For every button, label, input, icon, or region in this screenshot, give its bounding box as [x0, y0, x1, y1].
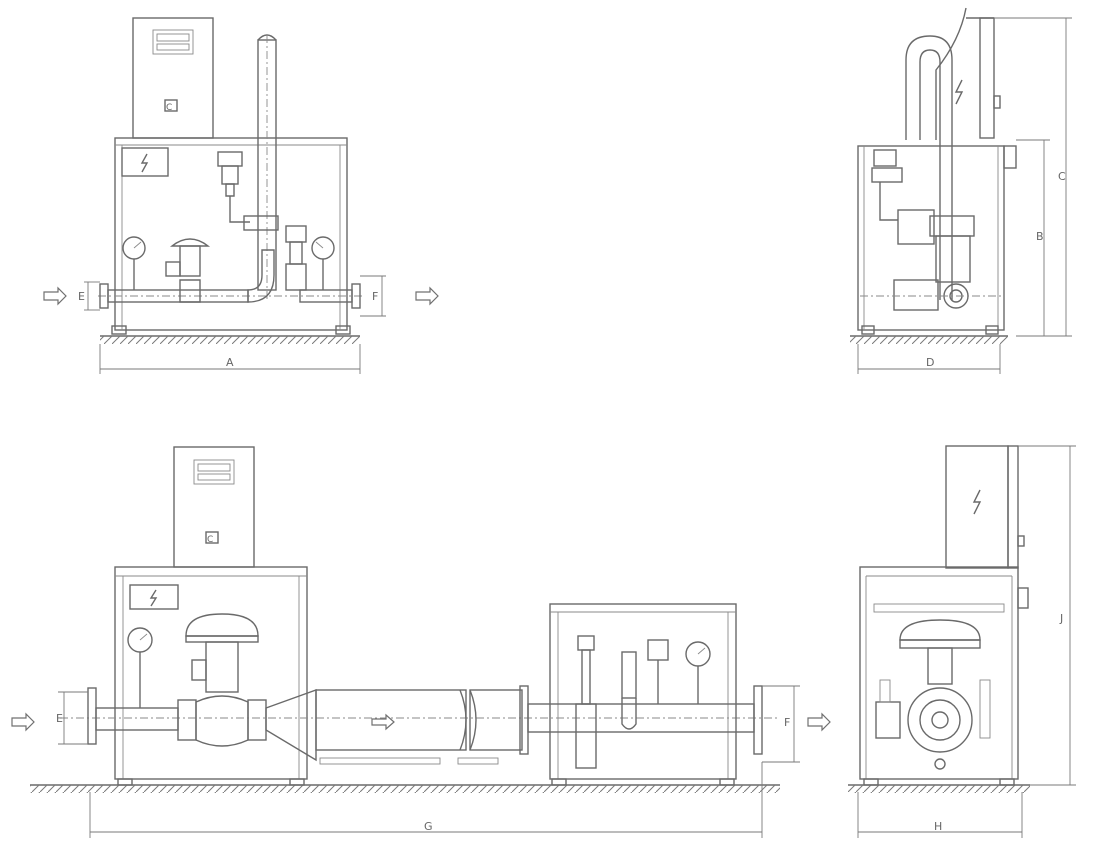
lightning-bolt-icon	[140, 153, 149, 173]
lightning-bolt-icon	[149, 589, 158, 607]
view-side-top: D B C	[850, 7, 1072, 374]
flow-arrow-icon	[11, 712, 35, 732]
control-cabinet-bottom	[173, 446, 255, 568]
actuator-diaphragm	[185, 613, 259, 637]
lightning-bolt-icon	[954, 79, 964, 105]
lightning-bolt-icon	[972, 489, 982, 515]
flow-arrow-icon	[415, 286, 439, 306]
flow-arrow-icon	[807, 712, 831, 732]
view-front-bottom: C	[11, 446, 831, 838]
control-cabinet	[132, 17, 214, 139]
dim-e-bottom: E	[56, 712, 63, 725]
dim-d: D	[926, 356, 934, 369]
view-side-bottom: H J	[848, 445, 1076, 838]
dim-c: C	[1058, 170, 1066, 183]
cabinet-c-label: C	[166, 103, 172, 113]
dim-j: J	[1059, 612, 1063, 625]
flow-arrow-icon	[43, 286, 67, 306]
cabinet-c-label-bottom: C	[207, 535, 213, 545]
frame	[114, 137, 348, 331]
view-front-top: C	[43, 17, 439, 374]
frame-side-bottom	[859, 566, 1019, 780]
dim-f-top: F	[372, 290, 378, 303]
frame-side	[857, 145, 1005, 331]
dim-g: G	[424, 820, 433, 833]
valve-body	[907, 687, 973, 753]
dim-e-top: E	[78, 290, 85, 303]
dim-h: H	[934, 820, 942, 833]
cabinet-c-icon	[164, 99, 178, 112]
flow-arrow-icon	[371, 713, 395, 731]
dim-b: B	[1036, 230, 1044, 243]
dim-f-bottom: F	[784, 716, 790, 729]
dim-a: A	[226, 356, 234, 369]
